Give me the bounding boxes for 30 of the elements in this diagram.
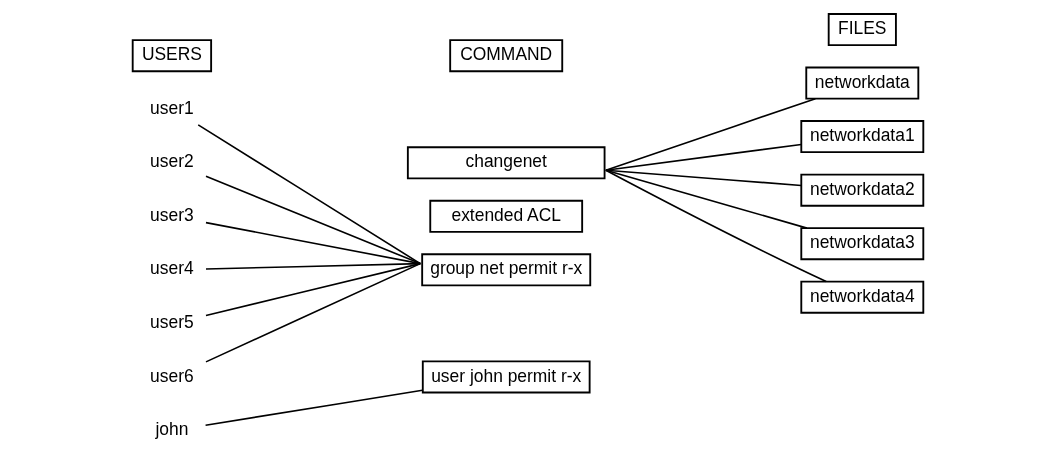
node-box: FILES [827, 12, 897, 46]
node-box: networkdata2 [800, 173, 925, 207]
node-text: user1 [150, 97, 194, 118]
node-text: user3 [150, 204, 194, 225]
node-box: changenet [406, 145, 606, 179]
connector [605, 168, 808, 229]
connector [205, 262, 422, 363]
node-text: user6 [150, 365, 194, 386]
node-box: networkdata [805, 66, 920, 100]
node-text: user4 [150, 257, 194, 278]
node-box: group net permit r-x [421, 252, 592, 286]
node-text: john [155, 418, 189, 439]
connector [605, 97, 817, 171]
connector [204, 388, 424, 426]
connector [605, 168, 827, 282]
node-text: user5 [150, 311, 194, 332]
connector [605, 168, 803, 186]
node-box: USERS [131, 38, 213, 72]
connector [205, 174, 422, 264]
connector [605, 143, 803, 171]
node-box: extended ACL [429, 199, 584, 233]
node-box: networkdata1 [800, 119, 925, 153]
node-box: user john permit r-x [421, 359, 591, 393]
connector [205, 262, 422, 316]
connector [197, 123, 422, 264]
node-box: networkdata3 [800, 226, 925, 260]
node-box: networkdata4 [800, 280, 925, 314]
node-box: COMMAND [449, 38, 564, 72]
connector [205, 221, 422, 264]
node-text: user2 [150, 150, 194, 171]
